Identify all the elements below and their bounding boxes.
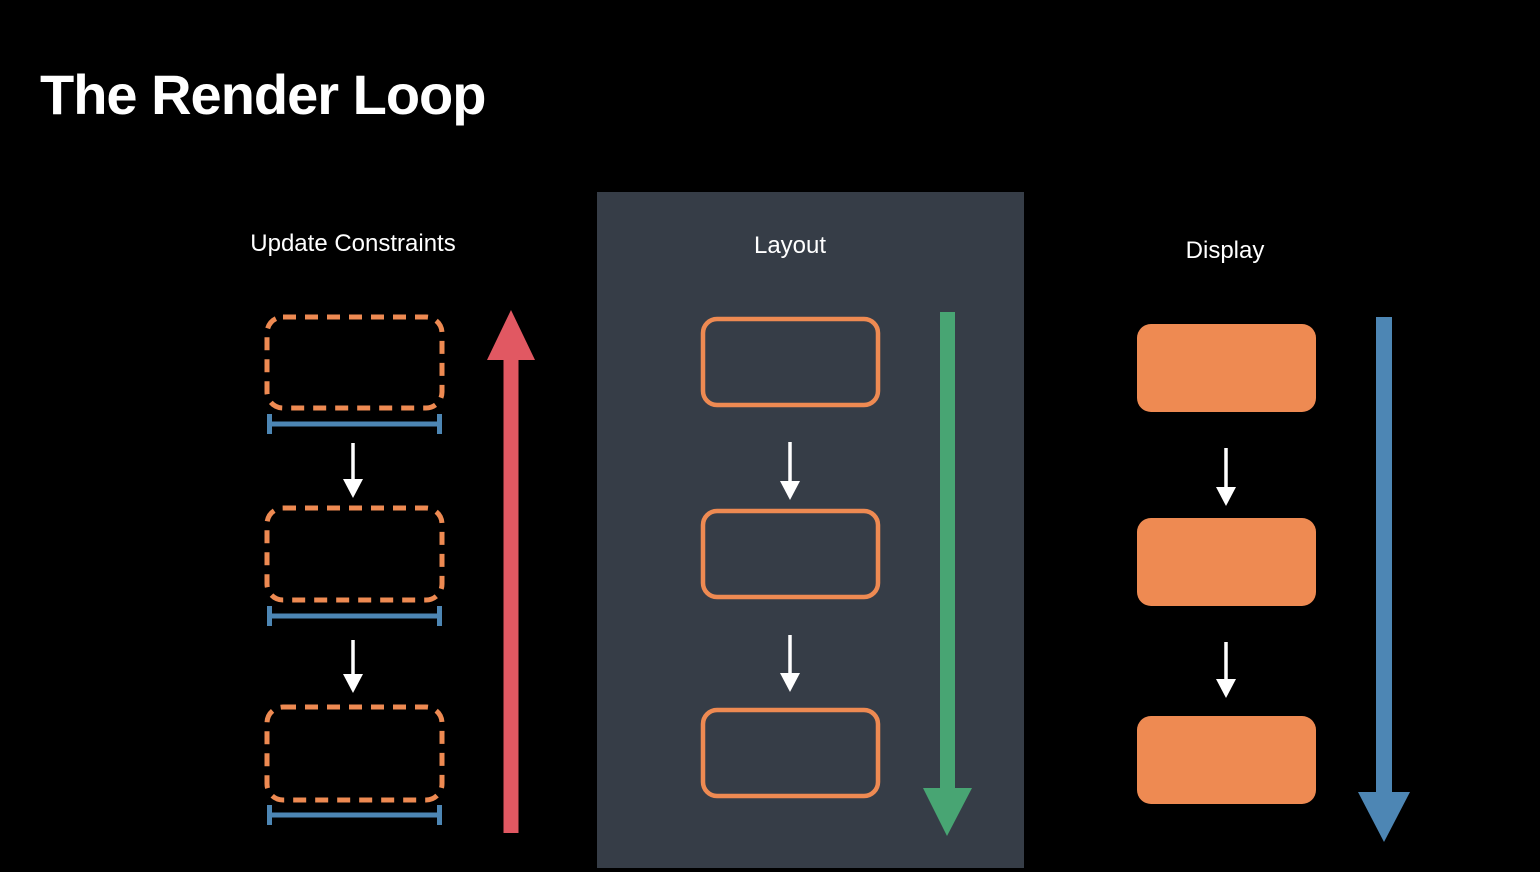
down-arrow-icon (780, 442, 800, 500)
constraint-measurement-line (267, 414, 442, 434)
filled-view-box (1137, 324, 1316, 412)
column-label-display: Display (1185, 237, 1265, 264)
down-arrow-icon (1216, 448, 1236, 506)
downward-flow-arrow-icon (1358, 317, 1410, 842)
dashed-view-box (264, 505, 445, 603)
upward-flow-arrow-icon (487, 310, 535, 833)
dashed-view-box (264, 314, 445, 411)
constraint-measurement-line (267, 606, 442, 626)
down-arrow-icon (780, 635, 800, 692)
outlined-view-box (700, 316, 881, 408)
down-arrow-icon (343, 443, 363, 498)
outlined-view-box (700, 707, 881, 799)
dashed-view-box (264, 704, 445, 803)
down-arrow-icon (343, 640, 363, 693)
page-title: The Render Loop (40, 62, 486, 126)
filled-view-box (1137, 716, 1316, 804)
column-label-update-constraints: Update Constraints (250, 230, 456, 257)
down-arrow-icon (1216, 642, 1236, 698)
outlined-view-box (700, 508, 881, 600)
update-constraints-column (264, 310, 535, 833)
filled-view-box (1137, 518, 1316, 606)
layout-column (700, 312, 972, 836)
display-column (1137, 317, 1410, 842)
constraint-measurement-line (267, 805, 442, 825)
column-label-layout: Layout (753, 232, 827, 259)
downward-flow-arrow-icon (923, 312, 972, 836)
